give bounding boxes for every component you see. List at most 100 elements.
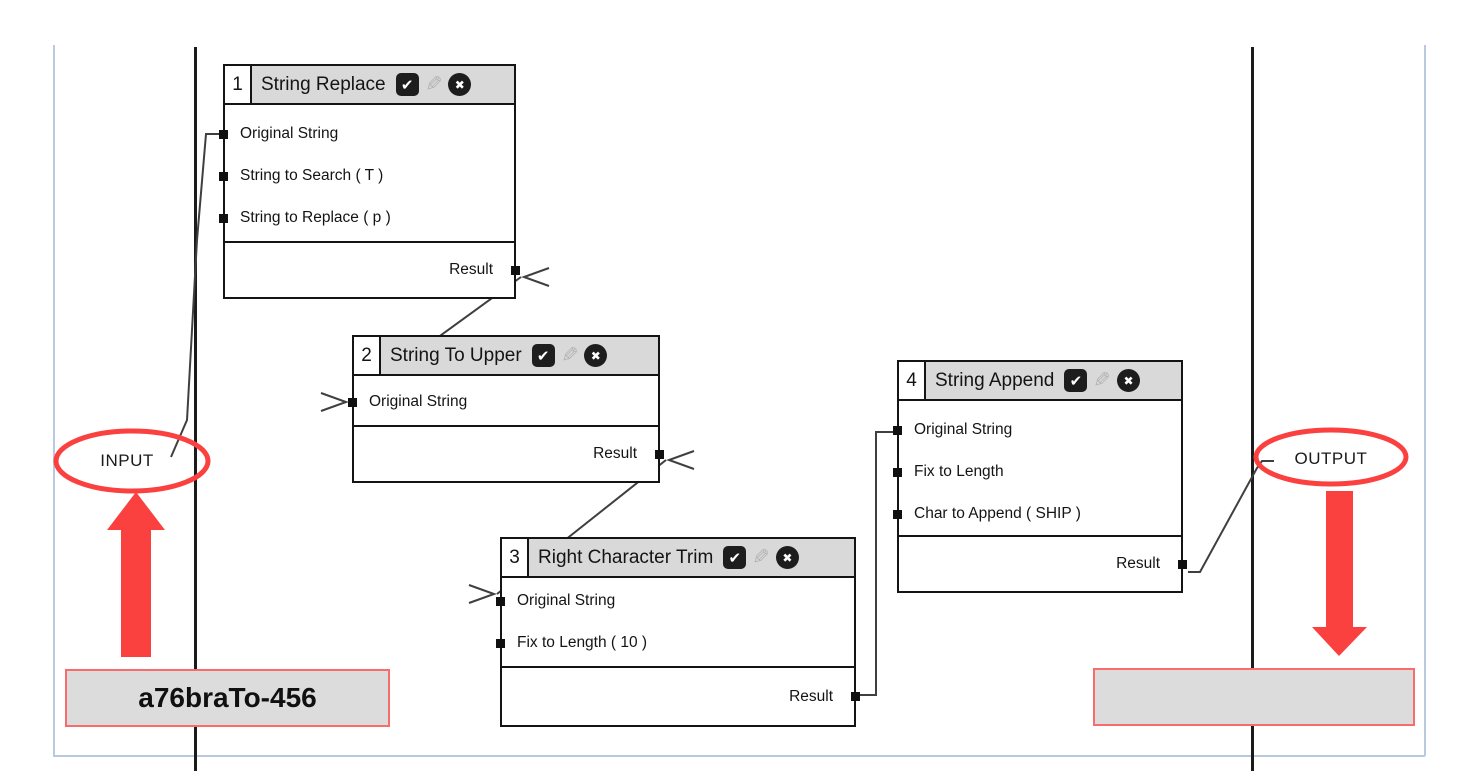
output-port[interactable] [655,449,664,459]
delete-icon[interactable]: ✖ [584,344,608,367]
input-label: Original String [914,421,1013,438]
input-label: String to Search ( T ) [240,167,384,184]
delete-icon[interactable]: ✖ [448,73,472,96]
output-port[interactable] [511,265,520,275]
node-index: 2 [354,337,381,374]
result-label: Result [1116,555,1160,572]
node-string-replace[interactable]: 1 String Replace ✔ ✎ ✖ Original String S… [219,64,520,299]
input-value-box: a76braTo-456 [65,669,390,727]
delete-icon[interactable]: ✖ [1116,369,1140,392]
close-glyph: ✖ [590,348,601,363]
edit-pencil-icon[interactable]: ✎ [1093,369,1111,392]
input-label-text: INPUT [100,451,154,470]
result-row: Result [225,241,520,297]
input-up-arrow [107,492,165,657]
input-row: Fix to Length ( 10 ) [496,622,854,664]
node-title: Right Character Trim [538,546,714,568]
slide-border-left [53,45,55,756]
input-row: String to Replace ( p ) [219,197,514,239]
input-port[interactable] [893,467,902,477]
input-label: Original String [369,393,468,410]
edit-pencil-icon[interactable]: ✎ [424,73,443,96]
result-label: Result [593,445,637,462]
input-row: Char to Append ( SHIP ) [893,493,1181,535]
edit-pencil-icon[interactable]: ✎ [560,344,579,367]
input-row: Original String [496,580,854,622]
input-label: Original String [517,592,616,609]
arrowhead-node1-result [521,267,550,287]
input-lane-line [194,47,197,771]
close-glyph: ✖ [782,550,793,565]
input-port[interactable] [348,397,357,407]
node-right-character-trim[interactable]: 3 Right Character Trim ✔ ✎ ✖ Original St… [496,537,860,727]
output-port[interactable] [1178,559,1187,569]
enabled-checkbox-icon[interactable]: ✔ [395,73,419,96]
input-port[interactable] [893,509,902,519]
input-label: String to Replace ( p ) [240,209,391,226]
input-row: Original String [219,113,514,155]
node-title: String Append [935,369,1055,391]
input-row: Original String [893,409,1181,451]
input-port[interactable] [893,425,902,435]
node-index: 3 [502,539,529,576]
node-index: 4 [899,362,926,399]
input-label: Original String [240,125,339,142]
node-title: String To Upper [390,344,522,366]
close-glyph: ✖ [1123,373,1134,388]
check-glyph: ✔ [536,347,550,365]
slide-border-right [1424,45,1426,756]
input-port[interactable] [496,638,505,648]
arrowhead-node3-input [468,584,497,604]
node-inputs: Original String [348,376,658,425]
input-label: Fix to Length [914,463,1004,480]
enabled-checkbox-icon[interactable]: ✔ [1064,369,1088,392]
enabled-checkbox-icon[interactable]: ✔ [723,546,747,569]
close-glyph: ✖ [454,77,465,92]
node-header: 1 String Replace ✔ ✎ ✖ [225,66,514,105]
connector-node4-to-output [1188,460,1274,573]
result-label: Result [789,687,833,705]
connector-node3-to-node4 [860,431,893,696]
node-header-icons: ✔ ✎ ✖ [395,66,472,103]
node-header: 2 String To Upper ✔ ✎ ✖ [354,337,658,376]
check-glyph: ✔ [1069,372,1083,390]
node-header-icons: ✔ ✎ ✖ [1064,362,1140,399]
result-label: Result [449,261,493,278]
node-header: 3 Right Character Trim ✔ ✎ ✖ [502,539,854,578]
node-header-icons: ✔ ✎ ✖ [531,337,608,374]
arrowhead-node2-result [666,450,695,470]
node-index: 1 [225,66,252,103]
delete-icon[interactable]: ✖ [775,546,799,569]
output-label-text: OUTPUT [1294,449,1368,468]
result-row: Result [899,535,1187,591]
input-row: Original String [348,381,658,423]
node-string-to-upper[interactable]: 2 String To Upper ✔ ✎ ✖ Original String … [348,335,664,483]
arrowhead-node2-input [320,392,349,412]
input-port[interactable] [496,596,505,606]
result-row: Result [354,425,664,481]
node-header: 4 String Append ✔ ✎ ✖ [899,362,1181,401]
input-port[interactable] [219,171,228,181]
slide-border-bottom [53,755,1425,757]
input-label: Fix to Length ( 10 ) [517,634,648,651]
output-lane-line [1251,47,1254,771]
check-glyph: ✔ [400,76,414,94]
node-string-append[interactable]: 4 String Append ✔ ✎ ✖ Original String Fi… [893,360,1187,593]
node-inputs: Original String String to Search ( T ) S… [219,105,514,241]
output-down-arrow [1312,491,1367,656]
node-title: String Replace [261,73,386,95]
node-inputs: Original String Fix to Length ( 10 ) [496,578,854,666]
input-row: Fix to Length [893,451,1181,493]
output-port[interactable] [851,692,860,701]
enabled-checkbox-icon[interactable]: ✔ [531,344,555,367]
edit-pencil-icon[interactable]: ✎ [752,546,770,569]
input-port[interactable] [219,213,228,223]
input-port[interactable] [219,129,228,139]
connector-input-to-node1 [170,133,226,458]
input-label: Char to Append ( SHIP ) [914,505,1081,522]
check-glyph: ✔ [728,549,742,567]
node-inputs: Original String Fix to Length Char to Ap… [893,401,1181,535]
node-header-icons: ✔ ✎ ✖ [723,539,799,576]
input-row: String to Search ( T ) [219,155,514,197]
